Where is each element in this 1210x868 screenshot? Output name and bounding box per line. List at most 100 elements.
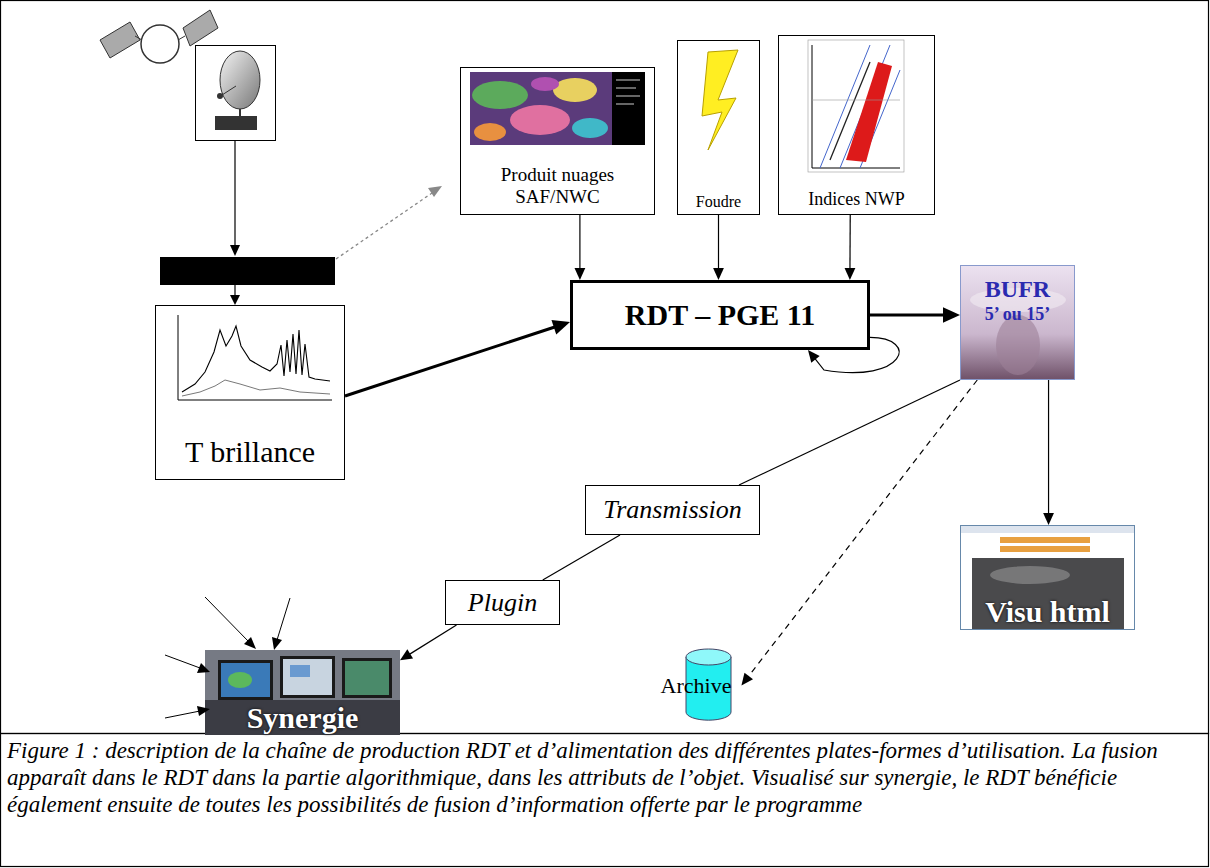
arrowhead [1043,513,1054,525]
input-box: T brillance [155,305,345,480]
connector-line [814,337,899,372]
brightness-spectrum-part [178,400,332,401]
synergie-inputs-part [272,637,282,650]
brightness-spectrum-part [182,326,330,392]
synergie-inputs-part [165,655,200,668]
synergie-photo-part [345,661,389,695]
bufr-image-part [960,265,1075,380]
connector [845,215,856,280]
connector [741,380,977,686]
connector [1043,380,1054,525]
synergie-photo-part [205,700,400,735]
connector-line [579,215,580,270]
synergie-photo-part [280,656,335,698]
arrowhead [713,268,724,280]
cloud-product-image-part [612,72,645,145]
satellite-part [141,25,179,63]
skew-t-diagram-part [830,62,870,160]
cloud-product-image-part [616,88,636,89]
cloud-product-image-part [474,123,506,141]
connector-line [747,380,977,678]
visu-html-screenshot-part [1000,537,1090,543]
lightning [702,50,738,150]
receiver-bar-part [160,257,335,285]
node-label: Produit nuages SAF/NWC [473,164,643,208]
node-label: RDT – PGE 11 [625,298,815,333]
connector-line [1048,380,1049,515]
connector [543,535,620,580]
connector [739,380,960,485]
node-sublabel: 5’ ou 15’ [985,304,1051,325]
node-label: BUFR [985,276,1050,304]
node-label: Visu html [985,595,1110,630]
dotted-arrow [336,186,442,259]
connector [808,337,899,372]
connector-line [408,625,456,655]
dish-antenna-part [239,109,241,116]
synergie-photo-part [342,658,392,698]
synergie-photo-part [283,659,332,695]
connector [870,307,960,322]
node-label: Transmission [603,495,742,525]
frame-part [1,734,1209,867]
synergie-inputs-part [244,637,256,649]
synergie-photo-part [218,660,273,700]
synergie-inputs-part [165,711,200,718]
cloud-product-image-part [472,81,528,109]
satellite-part [183,10,218,46]
synergie-inputs-part [205,597,249,642]
node-label: Indices NWP [808,189,904,210]
node-label: Foudre [696,193,741,211]
skew-t-diagram-part [812,168,900,169]
arrowhead [400,649,413,660]
dotted-arrow-part [428,186,442,197]
connector-line [870,314,946,317]
cloud-product-image-part [470,72,645,145]
receiver-bar-part [234,140,235,247]
dotted-arrow-part [336,193,432,259]
skew-t-diagram-part [812,100,900,101]
synergie-photo [205,650,400,735]
skew-t-diagram [808,40,904,172]
product-box: Produit nuages SAF/NWC [460,67,655,215]
bufr-image [960,265,1075,380]
connector-line [345,326,557,396]
arrowhead [845,268,856,280]
arrowhead [741,673,753,686]
brightness-spectrum [178,315,332,400]
visu-html-screenshot-part [960,525,1135,630]
lightning-part [702,50,738,150]
arrowhead [551,320,570,335]
brightness-spectrum-part [182,380,330,396]
dish-antenna-part [196,46,276,141]
synergie-inputs-part [197,706,210,716]
skew-t-diagram-part [808,40,904,172]
arrowhead [943,307,960,322]
dish-antenna-part [215,116,257,130]
synergie-inputs-part [197,663,210,673]
synergie-photo-part [290,665,310,677]
dish-antenna [196,46,276,141]
visu-html-screenshot-part [1000,546,1090,552]
dish-antenna-part [217,93,223,99]
dish-antenna-part [220,51,260,109]
node-label: Archive [661,673,732,698]
archive-cylinder: Archive [661,648,742,723]
process-box: RDT – PGE 11 [570,280,870,350]
node-label: Synergie [247,701,359,736]
connector [345,320,570,396]
node-label: T brillance [185,435,315,470]
satellite-part [100,22,140,58]
skew-t-diagram-part [846,62,892,162]
receiver-bar-part [230,245,240,256]
cloud-product-image [470,72,645,145]
link-label-box: Plugin [445,580,560,625]
satellite-part [178,36,185,40]
connector-line [849,215,850,270]
node-label: Plugin [468,588,537,618]
synergie-inputs-part [277,598,290,640]
link-label-box: Transmission [585,485,760,535]
synergie-photo-part [205,650,400,735]
